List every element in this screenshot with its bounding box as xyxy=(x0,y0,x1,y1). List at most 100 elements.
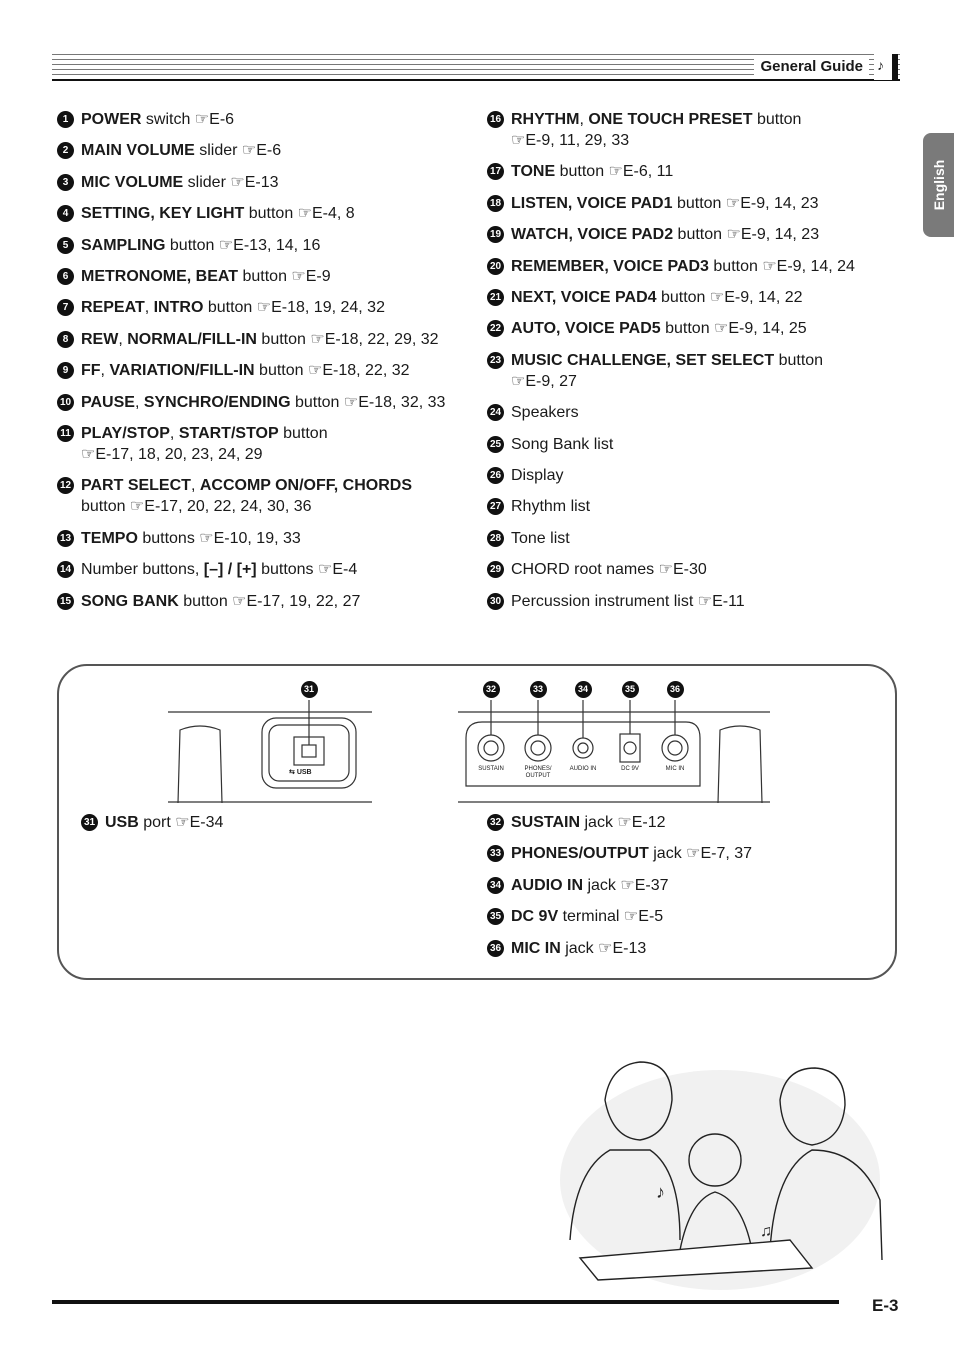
item-detail: Speakers xyxy=(511,404,579,422)
item-text: Display xyxy=(487,465,887,486)
item-detail: , xyxy=(118,330,128,348)
item-number-badge: 22 xyxy=(487,320,504,338)
item-name: REPEAT xyxy=(81,299,145,317)
item-number-badge: 25 xyxy=(487,435,504,453)
item-detail: button ☞E-4, 8 xyxy=(244,205,355,223)
item-text: PHONES/OUTPUT jack ☞E-7, 37 xyxy=(487,843,887,864)
svg-text:♫: ♫ xyxy=(760,1223,772,1240)
item-detail: jack ☞E-12 xyxy=(580,814,666,831)
item-detail: jack ☞E-37 xyxy=(583,876,669,894)
item-number-badge: 26 xyxy=(487,467,504,484)
item-name: REMEMBER, VOICE PAD3 xyxy=(511,257,709,275)
item-detail: button ☞E-9, 14, 24 xyxy=(708,257,855,275)
item-name: VARIATION/FILL-IN xyxy=(109,362,255,380)
item-detail: ☞E-9, 11, 29, 33 xyxy=(511,132,630,149)
item-number-badge: 9 xyxy=(57,362,74,380)
item-detail: port ☞E-34 xyxy=(138,814,224,831)
svg-text:♪: ♪ xyxy=(656,1182,665,1202)
item-detail: jack ☞E-13 xyxy=(560,939,647,957)
item-number-badge: 31 xyxy=(81,814,98,831)
item-text: MIC VOLUME slider ☞E-13 xyxy=(57,172,467,193)
item-number-badge: 10 xyxy=(57,393,74,411)
jack-label-sustain: SUSTAIN xyxy=(478,766,504,772)
item-name: METRONOME, BEAT xyxy=(81,268,239,285)
item-detail: , xyxy=(100,362,110,380)
item-number-badge: 11 xyxy=(57,425,74,442)
item-number-badge: 23 xyxy=(487,351,504,369)
item-text: REW, NORMAL/FILL-IN button ☞E-18, 22, 29… xyxy=(57,329,467,350)
item-name: SUSTAIN xyxy=(511,814,581,831)
item-name: SAMPLING xyxy=(81,236,166,254)
item-detail: button xyxy=(278,425,328,442)
item-number-badge: 33 xyxy=(487,845,504,863)
page-number: E-3 xyxy=(872,1296,899,1315)
item-text: Song Bank list xyxy=(487,434,887,455)
jack-label-mic-in: MIC IN xyxy=(665,766,685,772)
item-name: SONG BANK xyxy=(81,592,179,610)
item-number-badge: 2 xyxy=(57,142,74,160)
jacks-section-drawing xyxy=(458,700,770,804)
item-name: POWER xyxy=(81,111,142,128)
item-number-badge: 6 xyxy=(57,268,74,285)
footer-rule xyxy=(52,1300,839,1304)
rear-panel-box xyxy=(57,664,897,980)
item-name: NORMAL/FILL-IN xyxy=(127,330,257,348)
item-number-badge: 36 xyxy=(487,939,504,957)
item-name: FF xyxy=(81,362,101,380)
item-detail: ☞E-9, 27 xyxy=(511,372,577,390)
item-detail: button xyxy=(752,111,802,128)
item-number-badge: 18 xyxy=(487,194,504,212)
item-name: PART SELECT xyxy=(81,477,191,495)
item-name: WATCH, VOICE PAD2 xyxy=(511,226,674,244)
jack-label-audio-in: AUDIO IN xyxy=(569,766,597,772)
item-name: ONE TOUCH PRESET xyxy=(588,111,753,128)
item-text: SUSTAIN jack ☞E-12 xyxy=(487,812,887,833)
item-number-badge: 16 xyxy=(487,111,504,128)
item-text: FF, VARIATION/FILL-IN button ☞E-18, 22, … xyxy=(57,360,467,381)
item-text: Rhythm list xyxy=(487,496,887,517)
callout-number: 34 xyxy=(574,681,592,698)
item-text: NEXT, VOICE PAD4 button ☞E-9, 14, 22 xyxy=(487,287,887,308)
item-text: CHORD root names ☞E-30 xyxy=(487,559,887,580)
item-text: METRONOME, BEAT button ☞E-9 xyxy=(57,266,467,287)
item-text: TEMPO buttons ☞E-10, 19, 33 xyxy=(57,528,467,549)
item-text: SAMPLING button ☞E-13, 14, 16 xyxy=(57,235,467,256)
callout-number: 35 xyxy=(621,681,639,698)
item-number-badge: 4 xyxy=(57,205,74,223)
item-text: PAUSE, SYNCHRO/ENDING button ☞E-18, 32, … xyxy=(57,392,467,413)
item-name: [–] / [+] xyxy=(203,561,257,579)
item-text: SONG BANK button ☞E-17, 19, 22, 27 xyxy=(57,591,467,612)
item-text: PLAY/STOP, START/STOP button☞E-17, 18, 2… xyxy=(57,423,467,465)
item-text: MAIN VOLUME slider ☞E-6 xyxy=(57,140,467,161)
item-number-badge: 28 xyxy=(487,529,504,547)
item-name: INTRO xyxy=(153,299,204,317)
item-name: AUDIO IN xyxy=(511,876,583,894)
item-text: USB port ☞E-34 xyxy=(81,812,223,833)
item-number-badge: 30 xyxy=(487,592,504,610)
item-detail: , xyxy=(190,477,200,495)
item-detail: buttons ☞E-10, 19, 33 xyxy=(137,529,301,547)
item-text: LISTEN, VOICE PAD1 button ☞E-9, 14, 23 xyxy=(487,193,887,214)
item-name: MIC VOLUME xyxy=(81,173,184,191)
